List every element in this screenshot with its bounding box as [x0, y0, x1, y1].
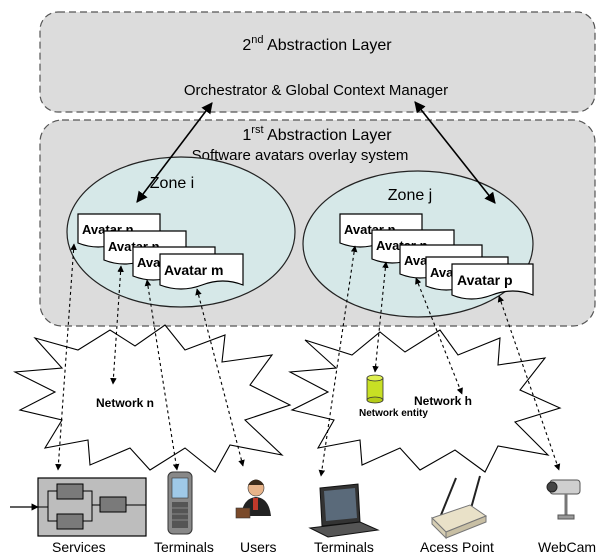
services-icon [10, 477, 147, 537]
svg-text:Avatar m: Avatar m [164, 262, 223, 278]
arrow-orchestrator-zone-i [136, 102, 213, 203]
layer2-subtitle: Orchestrator & Global Context Manager [184, 82, 448, 99]
services-label: Services [52, 539, 106, 555]
link-avatar-user [195, 288, 245, 467]
terminals-laptop-label: Terminals [314, 539, 374, 555]
link-avatar-services [55, 243, 77, 471]
network-entity-icon [366, 374, 384, 404]
link-avatar-network-entity [372, 261, 389, 373]
link-avatar-laptop [318, 245, 358, 477]
network-h-label: Network h [414, 394, 472, 408]
layer2-box [39, 11, 596, 113]
link-avatar-phone [144, 279, 180, 471]
laptop-icon [308, 483, 380, 538]
webcam-label: WebCam [538, 539, 596, 555]
layer1-title: 1rst Abstraction Layer [242, 124, 392, 144]
avatar-card: Avatar m [159, 253, 244, 290]
access-point-icon [431, 475, 488, 540]
access-point-label: Acess Point [420, 539, 494, 555]
arrow-orchestrator-zone-j [414, 101, 496, 204]
network-n-label: Network n [96, 396, 154, 410]
svg-text:Avatar p: Avatar p [457, 272, 513, 288]
webcam-icon [546, 479, 581, 520]
terminals-phone-label: Terminals [154, 539, 214, 555]
user-icon [235, 479, 271, 519]
phone-icon [167, 471, 193, 535]
network-entity-label: Network entity [359, 408, 428, 419]
dashed-links [55, 243, 561, 477]
layer2-title: 2nd Abstraction Layer [242, 34, 392, 54]
link-avatar-network-h [415, 277, 463, 395]
layer1-subtitle: Software avatars overlay system [192, 147, 409, 164]
zone-j-label: Zone j [388, 187, 432, 204]
link-avatar-network-n [110, 265, 124, 385]
users-label: Users [240, 539, 277, 555]
link-avatar-webcam [497, 295, 561, 471]
